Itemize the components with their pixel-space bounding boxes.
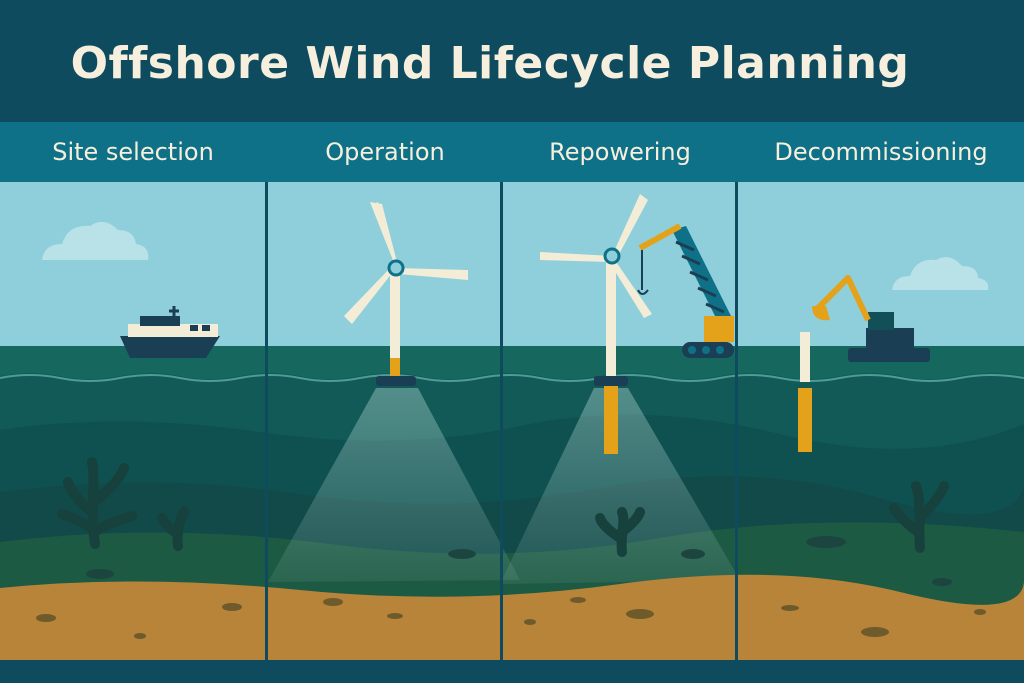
wind-turbine-icon [344,202,468,386]
crane-icon [637,223,734,358]
stage-label-decommissioning: Decommissioning [774,138,988,166]
wind-turbine-icon [540,194,652,454]
stage-label-site-selection: Site selection [52,138,214,166]
lifecycle-scene [0,182,1024,660]
seabed-pebbles [36,536,986,639]
excavator-vessel-icon [812,275,930,362]
cloud-icon [892,257,989,290]
stage-label-repowering: Repowering [549,138,691,166]
seabed [0,574,1024,660]
monopile-icon [798,332,812,452]
page-title: Offshore Wind Lifecycle Planning [70,38,910,89]
stage-header-bar [0,122,1024,182]
survey-vessel-icon [120,306,220,358]
operation-light-beam [268,388,520,582]
footer-band [0,660,1024,683]
seaweed-icon [57,457,949,557]
wave-line [0,374,1024,382]
repowering-light-beam [500,388,740,584]
panel-dividers [265,182,738,660]
cloud-icon [42,221,149,260]
stage-label-operation: Operation [325,138,445,166]
